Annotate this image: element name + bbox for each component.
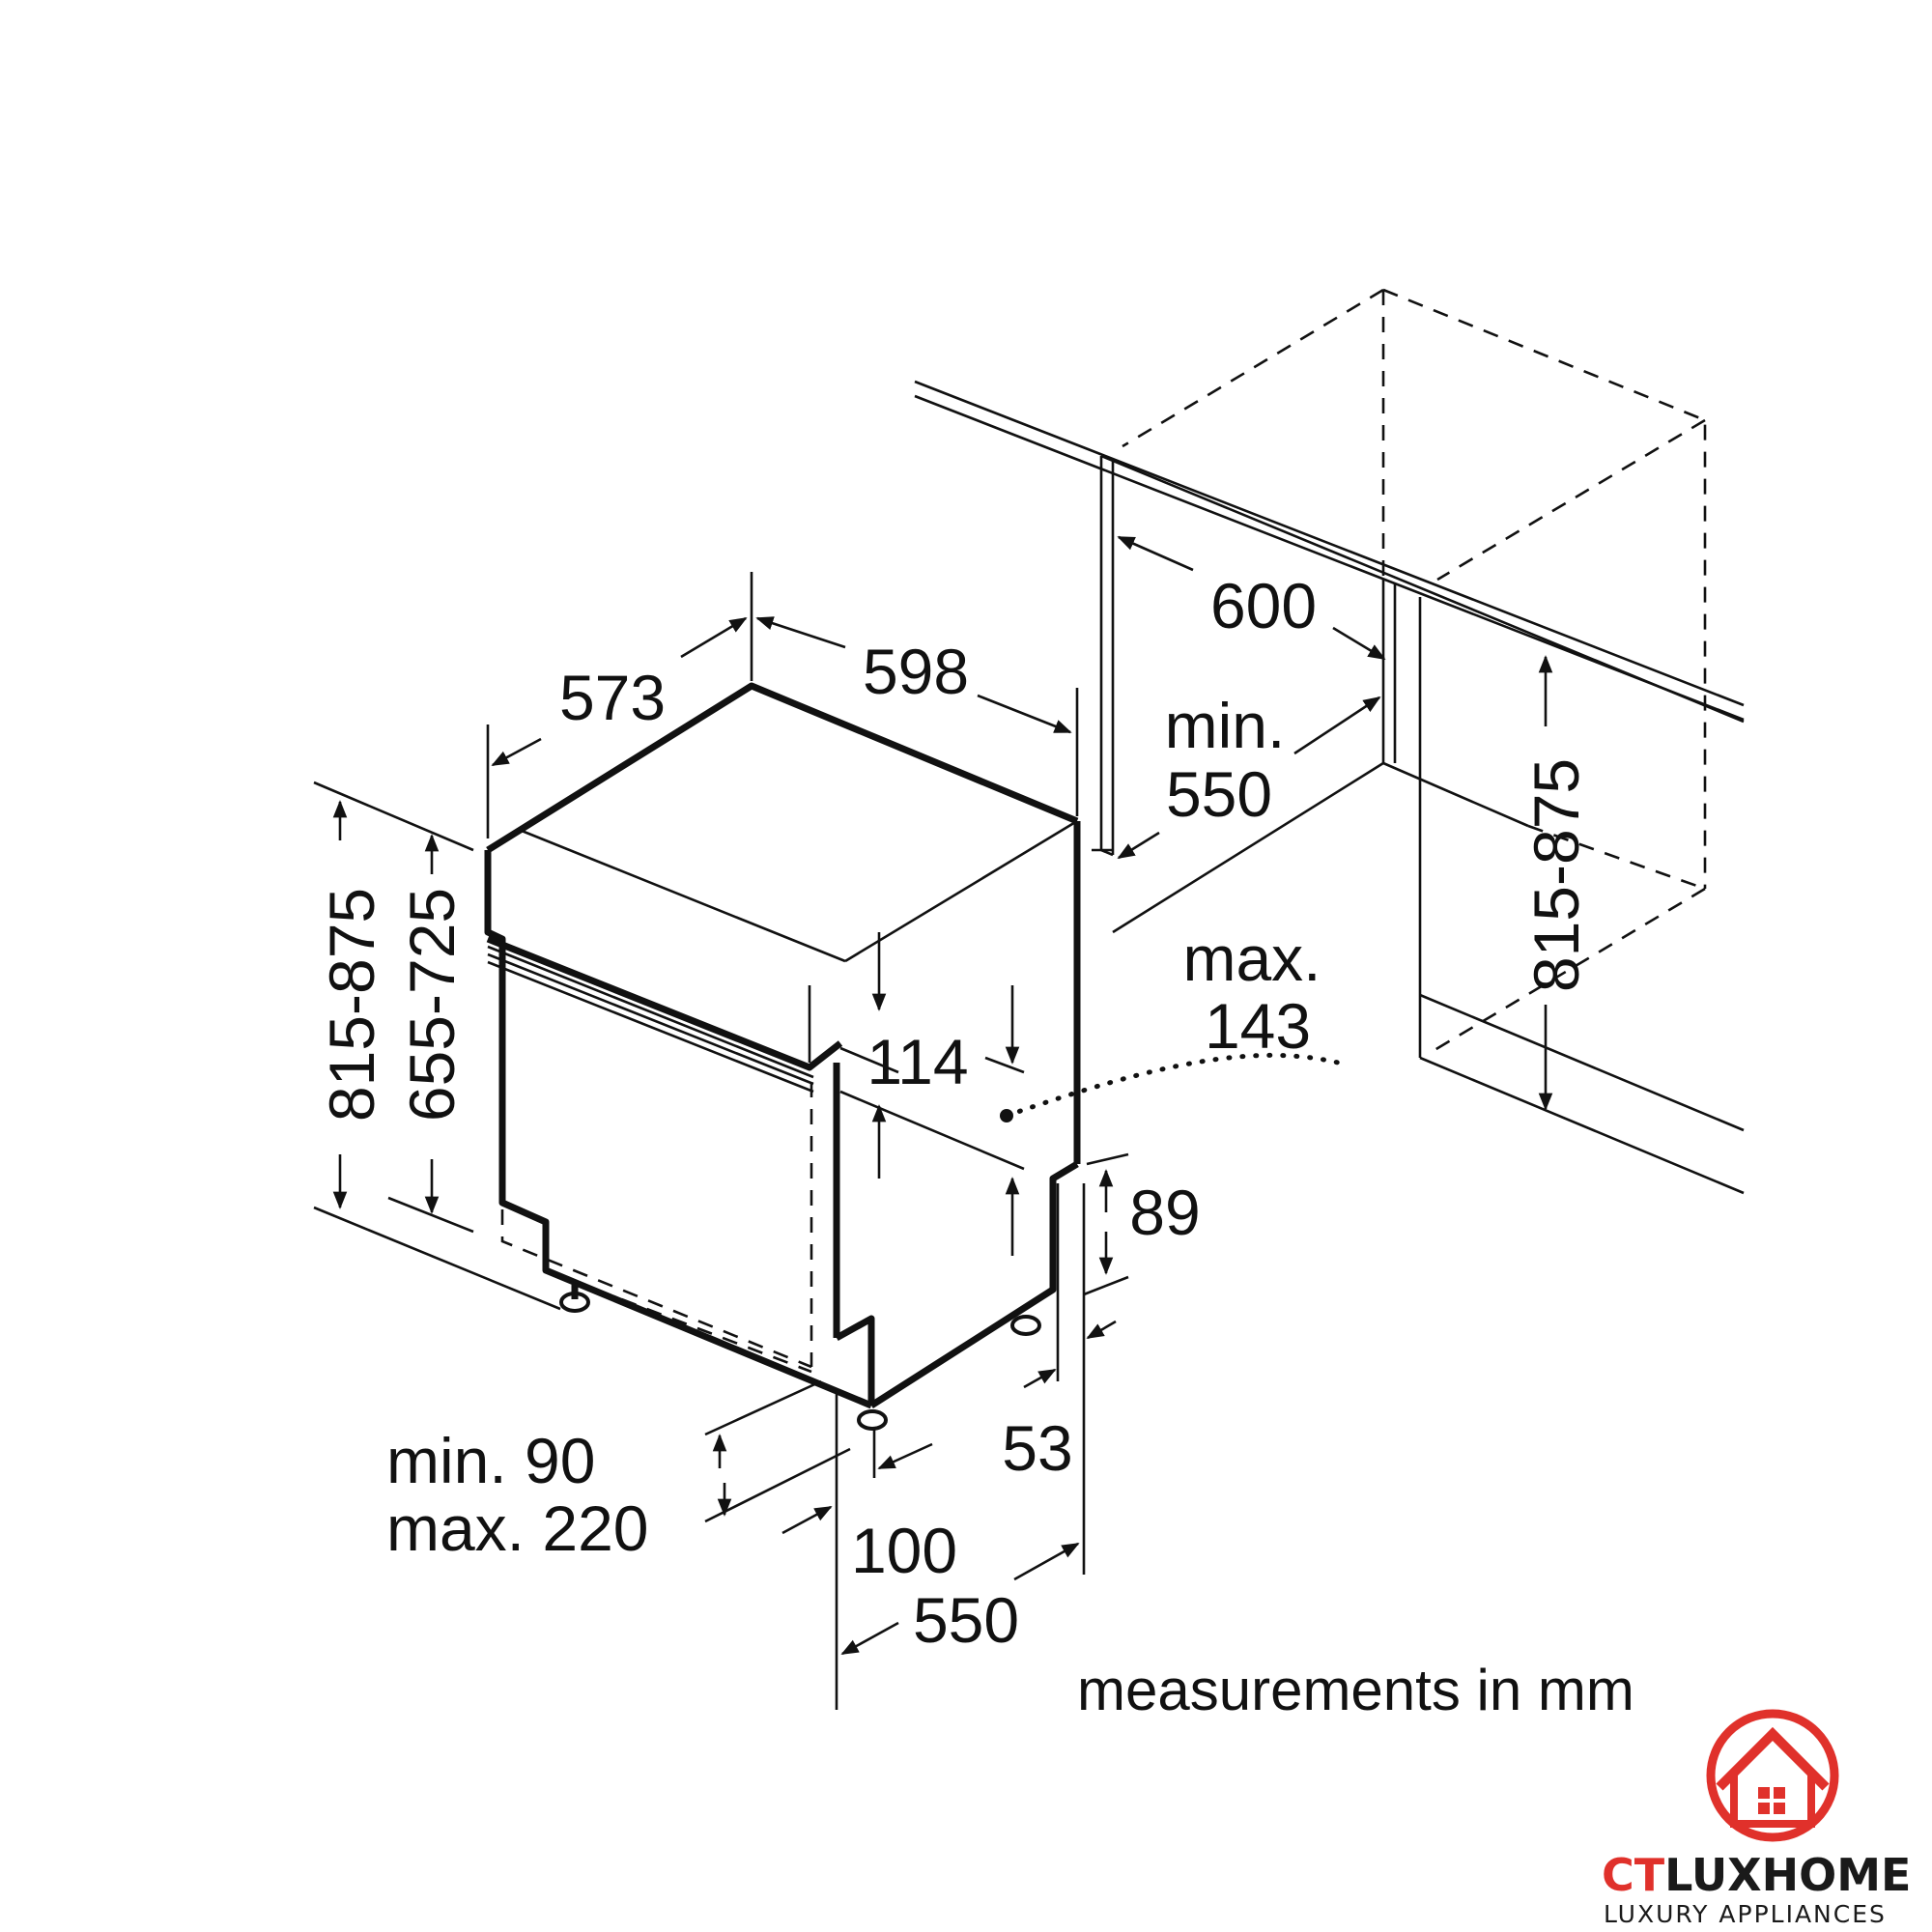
label-panel-gap: 143 — [1205, 990, 1311, 1062]
arrow-min550-left — [1117, 831, 1160, 860]
label-appliance-depth: 550 — [913, 1584, 1019, 1656]
ext-bottom-left-2 — [387, 1196, 474, 1234]
measurement-units-caption: measurements in mm — [1077, 1658, 1634, 1722]
arrow-550-left — [840, 1621, 899, 1656]
label-niche-height: 815-875 — [1520, 758, 1592, 992]
house-wall-icon — [1730, 1776, 1815, 1828]
arrow-573-left — [491, 737, 542, 767]
dashed-box-top-right — [1382, 288, 1707, 889]
panel-lower-edge-2 — [487, 945, 814, 1079]
ext-90-top — [704, 1379, 822, 1436]
arrow-600-left — [1117, 535, 1194, 572]
label-kick-height: 89 — [1129, 1177, 1200, 1248]
dashed-box-top-left — [1122, 288, 1384, 448]
arrow-573-right — [680, 616, 748, 659]
right-bottom-edge — [869, 1160, 1079, 1408]
foot-right — [1010, 1315, 1041, 1336]
window-pane-icon — [1774, 1803, 1785, 1814]
label-niche-depth: 550 — [1166, 758, 1272, 830]
window-pane-icon — [1758, 1787, 1770, 1799]
brand-logo: CTLUXHOME LUXURY APPLIANCES — [1602, 1709, 1911, 1928]
dashed-box-mid — [1436, 418, 1706, 582]
right-plinth-floor — [1419, 1056, 1745, 1195]
label-plinth-min: min. 90 — [386, 1425, 595, 1496]
arrow-598-left — [755, 616, 846, 649]
logo-tagline: LUXURY APPLIANCES — [1604, 1900, 1887, 1928]
label-depth: 573 — [559, 662, 666, 733]
label-width: 598 — [863, 636, 969, 707]
label-kick-depth: 53 — [1002, 1412, 1072, 1484]
dishwasher-body — [484, 682, 1341, 1431]
worktop-front — [1100, 454, 1745, 724]
label-panel-gap-max: max. — [1182, 923, 1321, 994]
logo-brand: CTLUXHOME — [1602, 1849, 1911, 1901]
foot-front — [857, 1409, 888, 1431]
arrow-550-right — [1013, 1542, 1080, 1581]
dimension-labels: 815-875 655-725 573 598 600 min. 550 815… — [316, 570, 1634, 1722]
ext-143 — [984, 1056, 1025, 1074]
ext-114-a — [839, 1046, 899, 1074]
label-plinth-setback: 100 — [851, 1515, 957, 1586]
ext-89-top — [1086, 1152, 1129, 1166]
ext-114-b — [839, 1090, 1025, 1171]
ext-top-left-1 — [313, 781, 474, 852]
window-pane-icon — [1758, 1803, 1770, 1814]
worktop-edge-upper — [914, 380, 1745, 707]
logo-brand-luxhome: LUXHOME — [1664, 1849, 1911, 1901]
label-panel-height: 114 — [867, 1026, 968, 1097]
arrow-100-left — [781, 1505, 833, 1535]
ext-bottom-left-1 — [313, 1206, 561, 1311]
dotted-connection-line — [1004, 1052, 1341, 1119]
niche-floor-back — [1382, 761, 1529, 828]
label-niche-width: 600 — [1210, 570, 1317, 641]
window-pane-icon — [1774, 1787, 1785, 1799]
arrow-100-right — [877, 1442, 933, 1470]
right-cabinet-bottom — [1419, 993, 1745, 1132]
arrow-53-left — [1023, 1368, 1057, 1389]
connection-point — [1000, 1109, 1013, 1122]
arrow-53-right — [1086, 1320, 1117, 1340]
dashed-box-floor-right — [1527, 824, 1706, 891]
logo-ring — [1706, 1709, 1839, 1842]
door-bottom-step — [835, 1315, 875, 1406]
panel-top-right — [844, 819, 1078, 963]
panel-top-line — [521, 829, 846, 963]
arrow-min550-right — [1293, 696, 1381, 755]
label-overall-height: 815-875 — [316, 888, 387, 1122]
label-inner-height: 655-725 — [396, 888, 468, 1122]
panel-lower-edge-3 — [487, 952, 814, 1086]
arrow-600-right — [1332, 626, 1386, 661]
top-surface-edges — [486, 682, 1079, 853]
niche-floor-left — [1112, 761, 1384, 934]
door-dashed-bottom — [545, 1268, 812, 1374]
cabinet-niche — [914, 288, 1745, 1195]
panel-lower-edge-4 — [487, 960, 814, 1094]
panel-lower-edge-1 — [486, 935, 843, 1071]
logo-brand-ct: CT — [1602, 1849, 1665, 1901]
ext-90-bottom — [704, 1447, 851, 1523]
label-plinth-max: max. 220 — [386, 1492, 648, 1564]
label-niche-min: min. — [1165, 690, 1286, 761]
dimension-lines — [313, 535, 1553, 1710]
ext-89-bottom — [1083, 1275, 1129, 1296]
house-roof-icon — [1716, 1726, 1830, 1791]
door-dashed-left — [500, 966, 812, 1369]
arrow-598-right — [977, 694, 1072, 734]
